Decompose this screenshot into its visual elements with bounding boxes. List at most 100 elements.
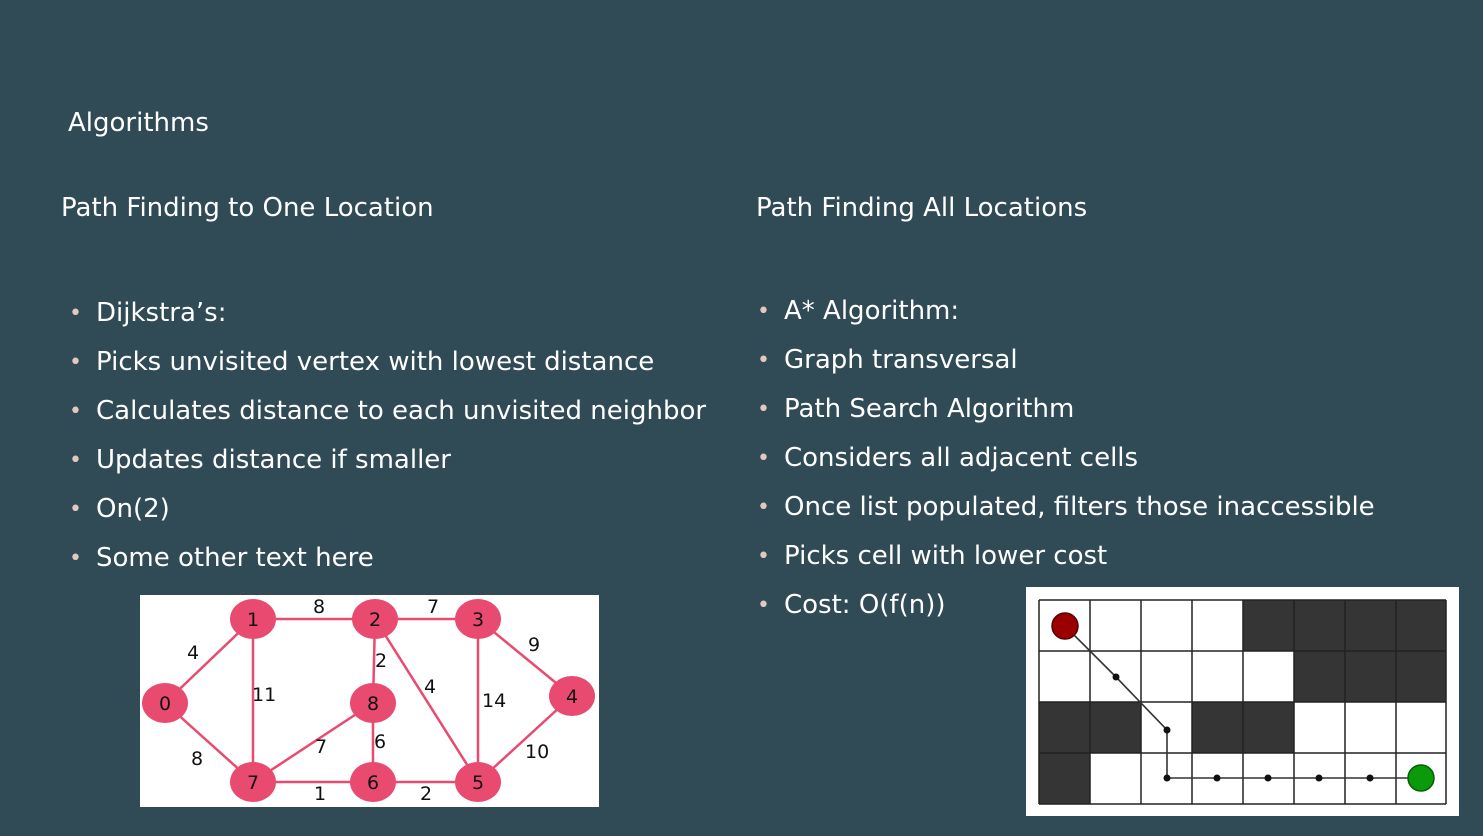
right-column-heading: Path Finding All Locations: [756, 193, 1088, 223]
edge-7-8: [252, 701, 374, 784]
weight-label: 4: [187, 642, 199, 664]
astar-bullet-list: •A* Algorithm: •Graph transversal •Path …: [754, 287, 1375, 630]
bullet-text: Path Search Algorithm: [784, 394, 1075, 424]
graph-nodes: [142, 599, 595, 802]
weight-label: 8: [313, 596, 325, 618]
bullet-dot-icon: •: [757, 495, 770, 520]
weighted-graph-image: 4 8 8 11 7 2 4 9 14 10 7 6 1 2 0: [140, 595, 599, 807]
weight-label: 2: [420, 783, 432, 805]
node-label: 7: [247, 772, 259, 794]
weight-label: 10: [525, 741, 549, 763]
node-label: 1: [247, 609, 259, 631]
bullet-text: Cost: O(f(n)): [784, 590, 946, 620]
bullet-text: Once list populated, filters those inacc…: [784, 492, 1375, 522]
edge-weight-labels: 4 8 8 11 7 2 4 9 14 10 7 6 1 2: [187, 596, 549, 805]
bullet-item: • On(2): [66, 485, 706, 534]
bullet-item: • Path Search Algorithm: [754, 385, 1375, 434]
start-marker-icon: [1051, 612, 1079, 640]
goal-marker-icon: [1407, 764, 1435, 792]
graph-node-labels: 0 1 2 3 4 5 6 7 8: [159, 609, 578, 794]
astar-grid-svg: [1038, 599, 1447, 805]
node-label: 4: [566, 686, 578, 708]
graph-node: [455, 762, 501, 802]
bullet-dot-icon: •: [757, 348, 770, 373]
graph-node: [350, 683, 396, 723]
wall-cell: [1039, 702, 1090, 753]
weight-label: 7: [427, 596, 439, 618]
bullet-text: A* Algorithm:: [784, 296, 960, 326]
dijkstra-bullet-list: • Dijkstra’s: • Picks unvisited vertex wit…: [66, 289, 706, 583]
bullet-dot-icon: •: [69, 350, 82, 375]
graph-node: [142, 683, 188, 723]
weight-label: 8: [191, 748, 203, 770]
graph-node: [230, 762, 276, 802]
grid-walls: [1039, 600, 1446, 804]
wall-cell: [1345, 651, 1396, 702]
wall-cell: [1243, 600, 1294, 651]
bullet-text: Picks unvisited vertex with lowest dista…: [96, 347, 655, 377]
bullet-item: •A* Algorithm:: [754, 287, 1375, 336]
bullet-dot-icon: •: [757, 446, 770, 471]
weighted-graph-svg: 4 8 8 11 7 2 4 9 14 10 7 6 1 2 0: [142, 596, 595, 805]
weight-label: 6: [374, 731, 386, 753]
wall-cell: [1090, 702, 1141, 753]
bullet-dot-icon: •: [69, 301, 82, 326]
path-dot: [1213, 774, 1221, 782]
bullet-item: • Picks cell with lower cost: [754, 532, 1375, 581]
graph-node: [230, 599, 276, 639]
bullet-item: •Some other text here: [66, 534, 706, 583]
path-dot: [1112, 673, 1120, 681]
wall-cell: [1294, 651, 1345, 702]
bullet-text: Picks cell with lower cost: [784, 541, 1108, 571]
edge-2-5: [373, 618, 480, 783]
path-dot: [1315, 774, 1323, 782]
bullet-text: On(2): [96, 494, 170, 524]
bullet-dot-icon: •: [69, 399, 82, 424]
bullet-item: • Picks unvisited vertex with lowest dist…: [66, 338, 706, 387]
path-dot: [1163, 774, 1171, 782]
weight-label: 11: [252, 684, 276, 706]
bullet-item: •Graph transversal: [754, 336, 1375, 385]
node-label: 5: [472, 772, 484, 794]
wall-cell: [1294, 600, 1345, 651]
bullet-text: Some other text here: [96, 543, 374, 573]
node-label: 8: [367, 693, 379, 715]
graph-node: [352, 599, 398, 639]
left-column-heading: Path Finding to One Location: [61, 193, 434, 223]
path-waypoints: [1112, 673, 1374, 782]
path-dot: [1163, 726, 1171, 734]
weight-label: 2: [375, 650, 387, 672]
wall-cell: [1243, 702, 1294, 753]
graph-node: [350, 762, 396, 802]
slide-title: Algorithms: [68, 108, 209, 138]
bullet-dot-icon: •: [757, 544, 770, 569]
graph-node: [549, 676, 595, 716]
node-label: 3: [472, 609, 484, 631]
wall-cell: [1192, 702, 1243, 753]
bullet-item: •Considers all adjacent cells: [754, 434, 1375, 483]
bullet-dot-icon: •: [69, 497, 82, 522]
node-label: 6: [367, 772, 379, 794]
bullet-dot-icon: •: [69, 448, 82, 473]
path-dot: [1264, 774, 1272, 782]
wall-cell: [1396, 651, 1446, 702]
bullet-text: Updates distance if smaller: [96, 445, 451, 475]
bullet-text: Calculates distance to each unvisited ne…: [96, 396, 707, 426]
weight-label: 4: [424, 676, 436, 698]
bullet-item: • Cost: O(f(n)): [754, 581, 1375, 630]
weight-label: 14: [482, 690, 506, 712]
bullet-dot-icon: •: [757, 397, 770, 422]
weight-label: 9: [528, 634, 540, 656]
graph-node: [455, 599, 501, 639]
wall-cell: [1345, 600, 1396, 651]
wall-cell: [1396, 600, 1446, 651]
bullet-text: Dijkstra’s:: [96, 298, 227, 328]
bullet-item: • Dijkstra’s:: [66, 289, 706, 338]
grid-lines: [1038, 599, 1447, 805]
bullet-dot-icon: •: [757, 593, 770, 618]
bullet-item: • Updates distance if smaller: [66, 436, 706, 485]
bullet-item: • Once list populated, filters those inac…: [754, 483, 1375, 532]
weight-label: 7: [315, 736, 327, 758]
bullet-item: • Calculates distance to each unvisited n…: [66, 387, 706, 436]
path-dot: [1366, 774, 1374, 782]
